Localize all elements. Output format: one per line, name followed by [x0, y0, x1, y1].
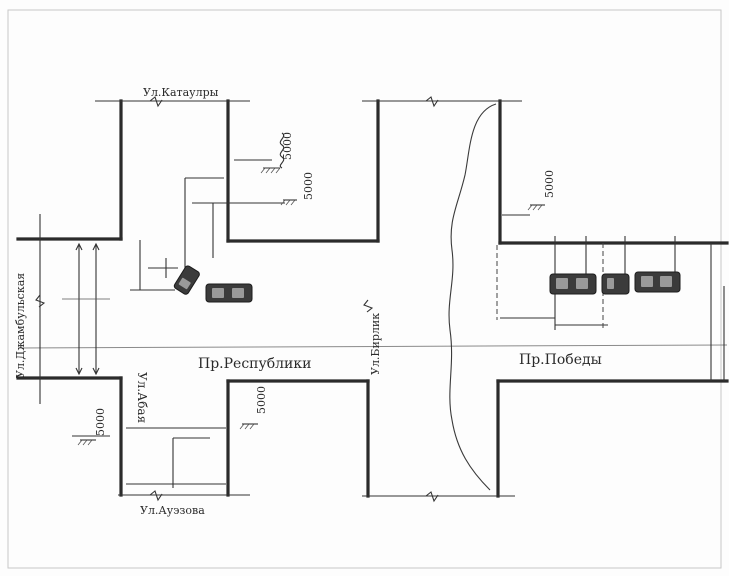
- measure-label: 5000: [281, 132, 294, 160]
- sketch-boundary: [448, 103, 497, 491]
- measure-label: 5000: [302, 172, 315, 200]
- measure-label: 5000: [543, 170, 556, 198]
- car-icon: [173, 265, 200, 295]
- ground-symbol: [280, 199, 297, 206]
- break-mark: [425, 491, 439, 503]
- car-icon: [601, 273, 630, 295]
- street-label-abaya: Ул.Абая: [135, 372, 149, 423]
- ground-symbol: [77, 439, 96, 446]
- car-icon: [205, 283, 253, 303]
- measure-label: 5000: [94, 408, 107, 436]
- measure-label: 5000: [255, 386, 268, 414]
- street-label-birlik: Ул.Бирлик: [369, 313, 382, 375]
- break-mark: [363, 299, 374, 313]
- arrow-heads: [75, 242, 100, 376]
- avenue-label-republic: Пр.Республики: [198, 356, 311, 372]
- avenue-axis: [17, 344, 728, 349]
- avenue-label-victory: Пр.Победы: [519, 352, 602, 368]
- car-icon: [549, 273, 597, 295]
- break-mark: [149, 96, 163, 108]
- street-label-top: Ул.Катаулры: [143, 86, 219, 99]
- street-label-bottom: Ул.Ауэзова: [140, 504, 205, 517]
- ground-symbol: [260, 132, 285, 174]
- car-icon: [634, 271, 681, 293]
- ground-symbol: [239, 423, 258, 430]
- street-label-left: Ул.Джамбульская: [14, 273, 27, 378]
- ground-symbol: [527, 204, 545, 211]
- frame-border: [7, 9, 722, 569]
- break-mark: [425, 96, 439, 108]
- break-mark: [149, 490, 163, 502]
